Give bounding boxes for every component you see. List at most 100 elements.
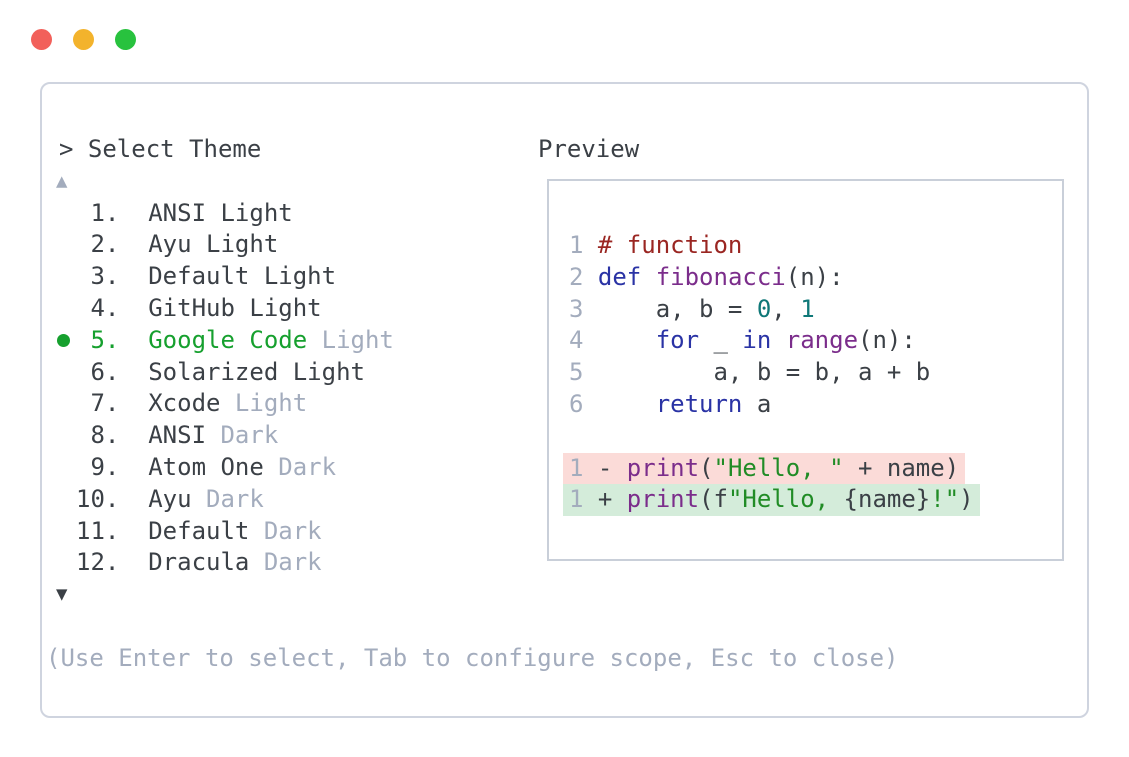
code-line: 2 def fibonacci(n): (549, 262, 1062, 294)
line-number: 2 (569, 262, 584, 291)
diff-line-removed: 1- print("Hello, " + name) (549, 452, 1062, 485)
theme-number: 11. (76, 516, 120, 545)
theme-variant: Dark (263, 548, 322, 577)
code-token-plain: + (597, 485, 627, 514)
code-token-plain (598, 326, 656, 354)
code-tokens: for _ in range(n): (598, 326, 916, 354)
theme-number: 9. (76, 452, 120, 481)
code-line: 1 # function (549, 230, 1062, 262)
code-token-plain: a (742, 389, 772, 418)
theme-number: 3. (76, 262, 120, 291)
theme-option-7[interactable]: 7. Xcode Light (42, 388, 542, 420)
theme-option-12[interactable]: 12. Dracula Dark (42, 547, 542, 579)
code-token-function: range (785, 326, 859, 355)
code-token-plain: _ (699, 326, 743, 355)
code-token-string: "Hello, " (713, 453, 844, 482)
code-line: 5 a, b = b, a + b (549, 357, 1062, 389)
code-token-string: !" (930, 485, 960, 514)
code-tokens: def fibonacci(n): (598, 263, 844, 291)
code-token-function: print (626, 453, 700, 482)
code-token-plain: ) (959, 485, 974, 514)
line-number: 3 (569, 294, 584, 323)
code-token-plain: {name} (843, 485, 931, 514)
code-token-plain: a, b = b, a + b (597, 358, 931, 387)
theme-option-9[interactable]: 9. Atom One Dark (42, 452, 542, 484)
code-token-comment: # function (597, 231, 743, 259)
spacer-line (42, 611, 542, 643)
code-line: 4 for _ in range(n): (549, 325, 1062, 357)
theme-option-1[interactable]: 1. ANSI Light (42, 198, 542, 230)
code-tokens: # function (598, 231, 743, 259)
code-token-keyword: for (655, 326, 700, 355)
code-token-plain: ( (699, 453, 714, 482)
selected-dot-icon (56, 334, 70, 348)
theme-name: Ayu Light (148, 230, 279, 259)
theme-name: Ayu (148, 484, 192, 513)
line-number: 5 (569, 358, 584, 387)
code-token-plain (641, 263, 655, 291)
code-line: 6 return a (549, 389, 1062, 421)
code-tokens: + print(f"Hello, {name}!") (598, 485, 974, 513)
theme-name: Dracula (148, 548, 250, 577)
scroll-up-icon[interactable]: ▲ (56, 169, 68, 192)
window-controls (31, 29, 136, 50)
theme-option-4[interactable]: 4. GitHub Light (42, 293, 542, 325)
line-number: 1 (569, 453, 584, 482)
theme-name: Default Light (148, 262, 337, 291)
zoom-button[interactable] (115, 29, 136, 50)
theme-name: ANSI Light (148, 198, 293, 227)
theme-name: Solarized Light (148, 357, 365, 386)
code-line: 3 a, b = 0, 1 (549, 294, 1062, 326)
theme-number: 2. (76, 230, 120, 259)
theme-option-8[interactable]: 8. ANSI Dark (42, 420, 542, 452)
code-token-keyword: in (742, 326, 772, 355)
code-tokens: a, b = b, a + b (598, 358, 930, 386)
diff-line-added: 1 + print(f"Hello, {name}!") (549, 484, 1062, 517)
code-token-function: fibonacci (655, 262, 786, 291)
code-token-plain (598, 390, 656, 418)
code-token-string: "Hello, (727, 485, 844, 514)
code-token-number: 1 (800, 294, 815, 323)
theme-name: ANSI (148, 421, 207, 450)
scroll-down-icon[interactable]: ▼ (56, 583, 68, 606)
theme-option-6[interactable]: 6. Solarized Light (42, 357, 542, 389)
theme-number: 5. (76, 325, 120, 354)
theme-variant: Dark (206, 484, 264, 513)
line-number: 1 (569, 485, 584, 514)
code-token-number: 0 (756, 294, 772, 323)
code-tokens: a, b = 0, 1 (598, 295, 815, 323)
theme-name: GitHub Light (148, 293, 322, 322)
theme-picker-dialog: > Select Theme ▲ 1. ANSI Light 2. Ayu Li… (40, 82, 1089, 718)
line-number: 4 (569, 326, 584, 355)
theme-option-11[interactable]: 11. Default Dark (42, 516, 542, 548)
theme-option-10[interactable]: 10. Ayu Dark (42, 484, 542, 516)
theme-number: 1. (76, 198, 120, 227)
theme-list-column: > Select Theme ▲ 1. ANSI Light 2. Ayu Li… (42, 134, 899, 675)
theme-number: 10. (76, 484, 120, 513)
line-number: 1 (569, 231, 584, 259)
spacer-line (549, 421, 1062, 453)
code-token-plain: , (771, 294, 801, 323)
theme-name: Xcode (148, 389, 221, 418)
code-token-plain: + name) (843, 453, 960, 482)
theme-number: 8. (76, 421, 120, 450)
selection-dot-slot (50, 334, 76, 348)
theme-variant: Dark (278, 452, 337, 481)
theme-option-2[interactable]: 2. Ayu Light (42, 229, 542, 261)
theme-name: Default (148, 516, 250, 545)
code-token-plain: a, b = (597, 294, 757, 323)
theme-option-5-selected[interactable]: 5. Google Code Light (42, 325, 542, 357)
theme-variant: Dark (220, 421, 279, 450)
code-token-plain: (f (699, 485, 728, 514)
theme-variant: Light (321, 325, 394, 354)
help-text: (Use Enter to select, Tab to configure s… (46, 643, 899, 672)
minimize-button[interactable] (73, 29, 94, 50)
theme-option-3[interactable]: 3. Default Light (42, 261, 542, 293)
close-button[interactable] (31, 29, 52, 50)
code-token-keyword: return (655, 389, 743, 418)
code-token-plain: (n): (785, 262, 844, 291)
theme-variant: Light (234, 389, 308, 418)
theme-number: 4. (76, 293, 120, 322)
line-number: 6 (569, 389, 584, 418)
code-token-plain (771, 326, 785, 354)
